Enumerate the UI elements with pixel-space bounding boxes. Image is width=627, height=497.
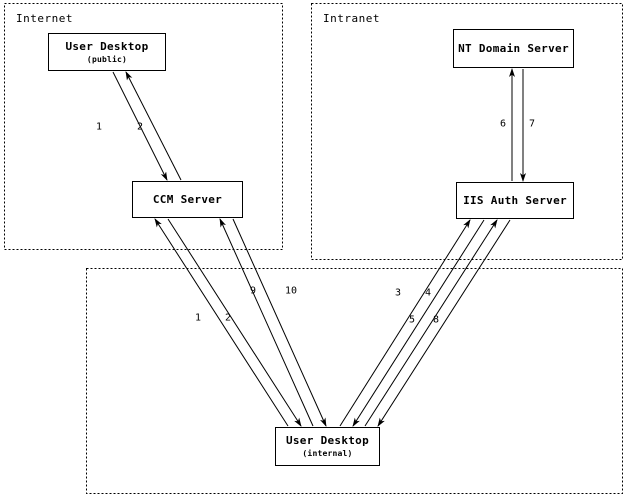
node-ccm-server[interactable]: CCM Server [132,181,243,218]
connector-e2b [167,218,302,427]
connector-e1b [154,218,289,427]
zone-label-intranet: Intranet [323,12,380,25]
edge-label-e2b: 2 [224,312,232,324]
connector-lines [112,68,526,427]
node-title: User Desktop [65,39,149,53]
zone-label-internet: Internet [16,12,73,25]
connector-e2 [125,71,182,181]
zone-boundary-internal [86,268,623,494]
edge-label-e2: 2 [136,121,144,133]
connector-e4 [352,219,485,427]
edge-label-e4: 4 [424,287,432,299]
node-nt-domain-server[interactable]: NT Domain Server [453,29,574,68]
edge-label-e9: 9 [249,285,257,297]
edge-label-e8: 8 [432,314,440,326]
connector-e3 [339,219,471,427]
connector-e5 [364,219,498,427]
node-title: NT Domain Server [458,41,569,55]
connector-e9 [219,218,314,427]
edge-label-e3: 3 [394,287,402,299]
node-iis-auth-server[interactable]: IIS Auth Server [456,182,574,219]
node-title: CCM Server [152,192,223,206]
zone-boundary-internet [4,3,283,250]
edge-label-e5: 5 [408,314,416,326]
edge-label-e10: 10 [284,285,298,297]
connector-e8 [377,219,511,427]
zone-boundaries [4,3,623,494]
edge-label-e1: 1 [95,121,103,133]
zone-boundary-intranet [311,3,623,260]
node-subtitle: (public) [86,54,128,64]
node-user-desktop-internal[interactable]: User Desktop (internal) [275,427,380,466]
node-user-desktop-public[interactable]: User Desktop(public) [48,33,166,71]
node-title: User Desktop [285,434,370,447]
node-subtitle: (internal) [302,449,353,458]
edge-label-e6: 6 [499,118,507,130]
edge-label-e1b: 1 [194,312,202,324]
node-title: IIS Auth Server [463,193,567,207]
connector-e10 [232,218,327,427]
edge-label-e7: 7 [528,118,536,130]
connector-e1 [112,71,168,181]
